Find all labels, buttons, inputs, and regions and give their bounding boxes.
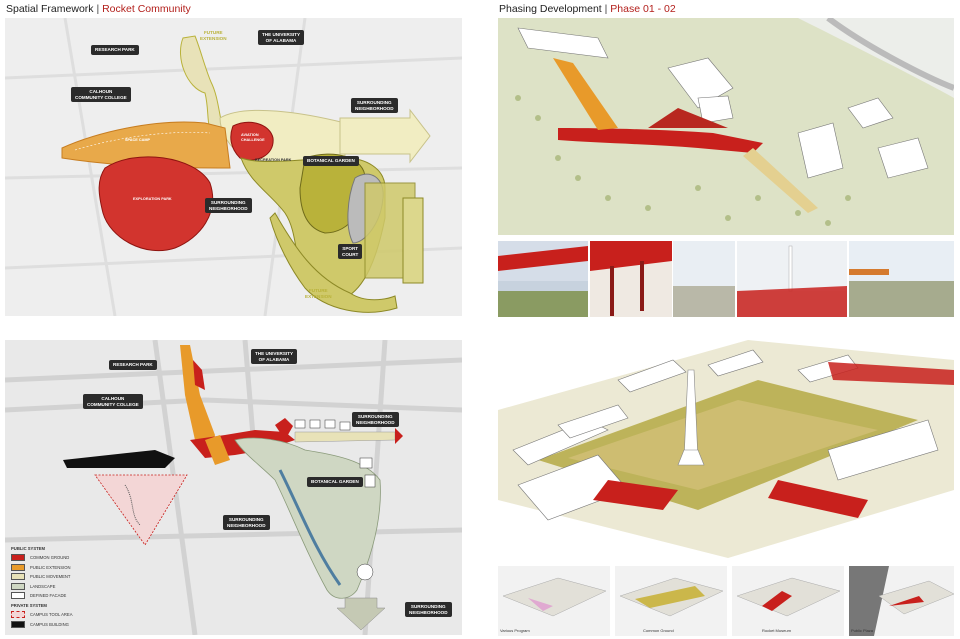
legend-label: PUBLIC EXTENSION [30,564,71,570]
plan-label-surrounding-neighborhood-s: SURROUNDING NEIGHBORHOOD [223,515,270,531]
right-title-accent: Phase 01 - 02 [610,3,676,15]
thumbnail-rocket-museum-graphic [736,577,841,617]
legend-item: PUBLIC MOVEMENT [11,573,73,580]
plan-label-surrounding-neighborhood-ne: SURROUNDING NEIGHBORHOOD [352,412,399,428]
legend-item: PUBLIC EXTENSION [11,563,73,571]
thumbnail-various-program-graphic [502,577,607,617]
legend-label: LANDSCAPE [30,583,56,589]
thumbnail-public-plaza: Public Plaza [849,566,954,636]
plan-label-botanical-garden: BOTANICAL GARDEN [307,477,363,487]
photo-common-ground-2 [590,241,672,317]
thumbnail-public-plaza-graphic [849,566,954,636]
thumbnail-common-ground-graphic [619,577,724,617]
photo-plaza-graphic [673,241,735,317]
legend-label: CAMPUS TOOL AREA [30,612,73,617]
left-panel-title: Spatial Framework | Rocket Community [6,3,191,15]
site-plan-map: RESEARCH PARK THE UNIVERSITY OF ALABAMA … [5,340,462,635]
label-calhoun-community-college: CALHOUN COMMUNITY COLLEGE [71,87,131,103]
legend-swatch [11,573,25,580]
thumbnail-label: Various Program [500,628,530,633]
label-sport-court: SPORT COURT [338,244,363,260]
thumbnail-label: Rocket Museum [762,628,791,633]
legend-item: LANDSCAPE [11,582,73,590]
label-space-camp: SPACE CAMP [125,138,151,142]
photo-common-ground-1-graphic [498,241,588,317]
plan-label-university-of-alabama: THE UNIVERSITY OF ALABAMA [251,349,298,365]
plan-label-research-park: RESEARCH PARK [109,360,157,370]
plan-legend: PUBLIC SYSTEM COMMON GROUND PUBLIC EXTEN… [11,546,73,630]
right-title-main: Phasing Development [499,3,602,15]
legend-label: COMMON GROUND [30,555,70,560]
legend-item: COMMON GROUND [11,554,73,561]
plan-label-calhoun-community-college: CALHOUN COMMUNITY COLLEGE [83,394,143,410]
thumbnail-label: Public Plaza [851,628,874,633]
label-future-extension-bottom: FUTURE EXTENSION [305,288,332,299]
thumbnail-various-program: Various Program [498,566,610,636]
aerial-render-graphic [498,18,954,235]
label-university-of-alabama: THE UNIVERSITY OF ALABAMA [258,30,305,46]
legend-public-heading: PUBLIC SYSTEM [11,546,45,551]
legend-swatch [11,563,25,571]
right-title-separator: | [601,3,611,15]
label-aviation-challenge: AVIATION CHALLENGE [241,133,265,142]
label-surrounding-neighborhood-ne: SURROUNDING NEIGHBORHOOD [351,98,398,114]
legend-swatch [11,620,25,628]
thumbnail-label: Common Ground [643,628,674,633]
thumbnail-common-ground: Common Ground [615,566,727,636]
legend-item: CAMPUS TOOL AREA [11,611,73,618]
legend-item: DEFINED FACADE [11,592,73,599]
photo-rocket-walk [737,241,847,317]
legend-label: CAMPUS BUILDING [30,621,69,627]
label-future-extension-top: FUTURE EXTENSION [200,30,227,41]
right-panel-title: Phasing Development | Phase 01 - 02 [499,3,676,15]
axonometric-phase-02 [498,340,954,558]
photo-park-users-graphic [849,241,954,317]
photo-rocket-walk-graphic [737,241,847,317]
plan-label-surrounding-neighborhood-se: SURROUNDING NEIGHBORHOOD [405,602,452,618]
spatial-framework-map: RESEARCH PARK THE UNIVERSITY OF ALABAMA … [5,18,462,316]
legend-label: PUBLIC MOVEMENT [30,574,71,579]
photo-plaza [673,241,735,317]
spatial-framework-graphic [5,18,462,316]
left-title-accent: Rocket Community [102,3,191,15]
legend-swatch [11,554,25,561]
photo-common-ground-1 [498,241,588,317]
legend-label: DEFINED FACADE [30,593,67,598]
label-recreation-park: RECREATION PARK [255,158,292,162]
axonometric-graphic [498,340,954,558]
thumbnail-rocket-museum: Rocket Museum [732,566,844,636]
legend-swatch [11,592,25,599]
legend-private-heading: PRIVATE SYSTEM [11,603,47,608]
legend-swatch [11,611,25,618]
label-surrounding-neighborhood-s: SURROUNDING NEIGHBORHOOD [205,198,252,214]
label-botanical-garden: BOTANICAL GARDEN [303,156,359,166]
left-title-separator: | [93,3,103,15]
label-research-park: RESEARCH PARK [91,45,139,55]
legend-swatch [11,582,25,590]
site-plan-graphic [5,340,462,635]
label-exploration-park: EXPLORATION PARK [133,197,172,201]
left-title-main: Spatial Framework [6,3,94,15]
photo-park-users [849,241,954,317]
legend-item: CAMPUS BUILDING [11,620,73,628]
aerial-render-phase-01 [498,18,954,235]
photo-common-ground-2-graphic [590,241,672,317]
